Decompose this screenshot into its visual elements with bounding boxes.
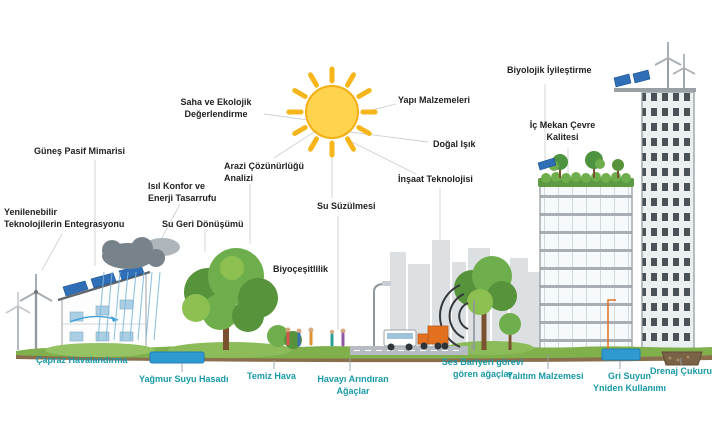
concept-connector-lines xyxy=(41,84,569,330)
label-gunes-pasif-mimarisi: Güneş Pasif Mimarisi xyxy=(34,146,126,156)
rooftop-wind-turbines-illustration xyxy=(654,42,696,92)
label-yenilenebilir-teknolojiler: Yenilenebilir Teknolojilerin Entegrasyon… xyxy=(4,207,125,229)
label-su-geri-donusumu: Su Geri Dönüşümü xyxy=(162,219,244,229)
label-biyolojik-iyilestirme: Biyolojik İyileştirme xyxy=(507,65,592,75)
vehicles-illustration xyxy=(383,325,449,351)
label-temiz-hava: Temiz Hava xyxy=(247,371,296,381)
label-su-suzulmesi: Su Süzülmesi xyxy=(317,201,376,211)
grey-water-tank-illustration xyxy=(601,299,641,361)
label-drenaj-cukuru: Drenaj Çukuru xyxy=(650,366,713,376)
wind-turbine-illustration xyxy=(5,274,53,350)
barrier-trees-illustration xyxy=(454,256,521,350)
green-building-illustration xyxy=(537,151,634,353)
sound-wave-arcs-icon xyxy=(439,284,475,350)
house-windows-illustration xyxy=(69,299,134,342)
label-biyocesitlilik: Biyoçeşitlilik xyxy=(273,264,329,274)
roof-trees-illustration xyxy=(549,151,624,178)
label-capraz-havalandirma: Çapraz Havalandırma xyxy=(36,355,128,365)
rainwater-pond-illustration xyxy=(149,351,205,364)
rain-illustration xyxy=(97,271,161,341)
label-havayi-arindiran-agaclar: Havayı Arındıran Ağaçlar xyxy=(317,374,389,396)
drainage-pit-illustration xyxy=(661,351,703,366)
feature-leader-lines xyxy=(181,344,682,372)
label-ic-mekan-cevre-kalitesi: İç Mekan Çevre Kalitesi xyxy=(529,120,596,142)
street-lamp-illustration xyxy=(373,281,391,350)
rain-cloud-illustration xyxy=(97,237,180,341)
solar-house-illustration xyxy=(57,264,151,351)
tower-building-illustration xyxy=(613,42,696,353)
roof-garden-illustration xyxy=(541,172,631,183)
label-yagmur-suyu-hasadi: Yağmur Suyu Hasadı xyxy=(139,374,229,384)
roof-solar-panel-icon xyxy=(537,157,557,171)
label-saha-ve-ekolojik-degerlendirme: Saha ve Ekolojik Değerlendirme xyxy=(180,97,252,119)
label-ses-bariyeri-agaclar: Ses Bariyeri görevi gören ağaçlar xyxy=(441,357,524,379)
label-arazi-cozunurlugu-analizi: Arazi Çözünürlüğü Analizi xyxy=(224,161,304,183)
label-dogal-isik: Doğal Işık xyxy=(433,139,476,149)
label-yalitim-malzemesi: Yalıtım Malzemesi xyxy=(507,371,584,381)
label-gri-suyun-yeniden-kullanimi: Gri Suyun Yniden Kullanımı xyxy=(592,371,666,393)
people-illustration xyxy=(285,327,346,347)
label-insaat-teknolojisi: İnşaat Teknolojisi xyxy=(398,174,473,184)
label-isil-konfor-enerji-tasarrufu: Isıl Konfor ve Enerji Tasarrufu xyxy=(148,181,217,203)
large-tree-illustration xyxy=(182,248,278,350)
tower-solar-panels-icon xyxy=(613,69,651,88)
sun-icon xyxy=(286,66,378,158)
label-yapi-malzemeleri: Yapı Malzemeleri xyxy=(398,95,471,105)
